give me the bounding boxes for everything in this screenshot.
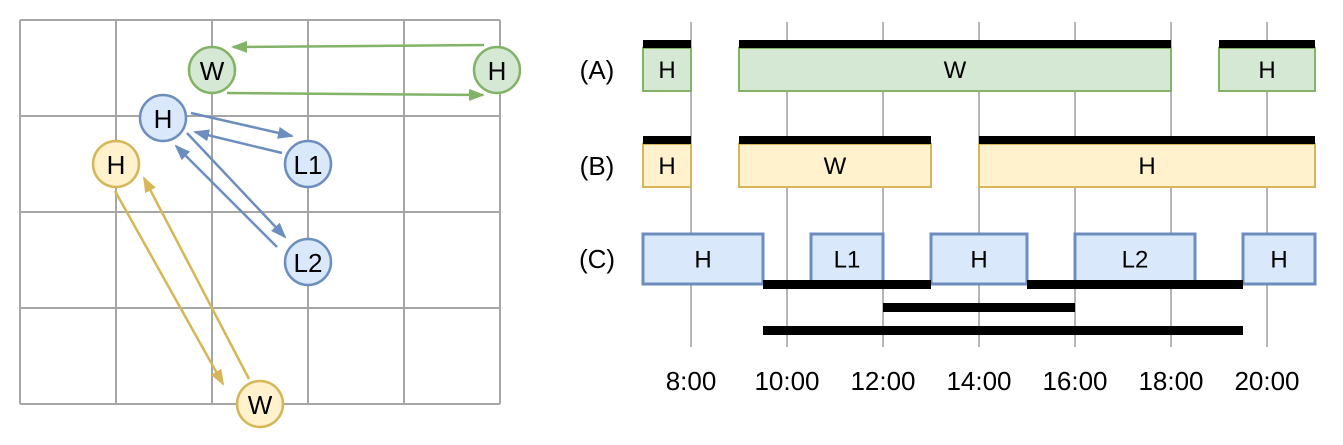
map-node-label-w-yellow: W (248, 390, 273, 420)
time-axis-label: 8:00 (666, 366, 717, 396)
black-cap-bar (1219, 40, 1315, 48)
activity-bar (1073, 232, 1197, 286)
map-edge-h-yellow-to-w-yellow (113, 190, 225, 386)
activity-bar-label: H (658, 153, 675, 180)
timeline-rows: (A) H W H (B) H W H (C) H L1 H L2 H (579, 40, 1317, 335)
map-node-w-yellow (235, 379, 285, 429)
map-node-label-h-green: H (488, 56, 507, 86)
map-edge-l1-to-h-blue (193, 129, 283, 155)
time-axis-label: 16:00 (1042, 366, 1107, 396)
activity-bar-label: H (658, 57, 675, 84)
activity-bar-label: H (694, 247, 711, 274)
time-axis-label: 20:00 (1234, 366, 1299, 396)
activity-bar-label: H (1138, 153, 1155, 180)
map-edge-h-blue-to-l2 (186, 132, 287, 239)
activity-bar (642, 47, 692, 92)
time-axis: 8:00 10:00 12:00 14:00 16:00 18:00 20:00 (666, 366, 1300, 396)
map-edge-h-green-to-w-green (231, 40, 485, 53)
map-node-h-blue (138, 93, 188, 143)
activity-bar-label: H (1270, 247, 1287, 274)
activity-bar-label: L2 (1122, 247, 1149, 274)
black-cap-bar (739, 136, 931, 144)
black-underbar (763, 280, 931, 289)
map-node-label-h-yellow: H (107, 150, 126, 180)
activity-bar-label: L1 (834, 247, 861, 274)
activity-bar-label: H (1258, 57, 1275, 84)
time-axis-label: 10:00 (754, 366, 819, 396)
black-underbar (1027, 280, 1243, 289)
map-node-h-green (472, 45, 522, 95)
map-edge-h-blue-to-l1 (190, 111, 294, 139)
activity-bar (809, 232, 885, 286)
map-node-l2 (283, 237, 333, 287)
map-node-label-l2: L2 (294, 248, 323, 278)
map-node-w-green (187, 45, 237, 95)
activity-bar-label: H (970, 247, 987, 274)
map-edges (113, 40, 485, 386)
activity-bar-label: W (824, 153, 847, 180)
row-label-b: (B) (580, 151, 615, 181)
map-edge-l2-to-h-blue (174, 144, 278, 248)
black-cap-bar (979, 136, 1315, 144)
map-node-label-h-blue: H (154, 104, 173, 134)
row-label-c: (C) (579, 244, 615, 274)
activity-bar (1241, 232, 1317, 286)
activity-bar-label: W (944, 57, 967, 84)
map-edge-w-green-to-h-green (226, 88, 485, 101)
black-cap-bar (739, 40, 1171, 48)
black-cap-bar (643, 136, 691, 144)
black-underbar (763, 326, 1243, 335)
activity-bar (641, 232, 765, 286)
time-axis-label: 14:00 (946, 366, 1011, 396)
black-underbar (883, 303, 1075, 312)
time-axis-label: 18:00 (1138, 366, 1203, 396)
activity-bar (738, 47, 1172, 92)
time-axis-label: 12:00 (850, 366, 915, 396)
map-node-l1 (283, 139, 333, 189)
activity-bar (929, 232, 1029, 286)
map-edge-w-yellow-to-h-yellow (142, 176, 251, 380)
map-node-label-w-green: W (200, 56, 225, 86)
map-node-h-yellow (91, 139, 141, 189)
activity-bar (1218, 47, 1316, 92)
map-node-label-l1: L1 (294, 150, 323, 180)
black-cap-bar (643, 40, 691, 48)
row-label-a: (A) (580, 55, 615, 85)
